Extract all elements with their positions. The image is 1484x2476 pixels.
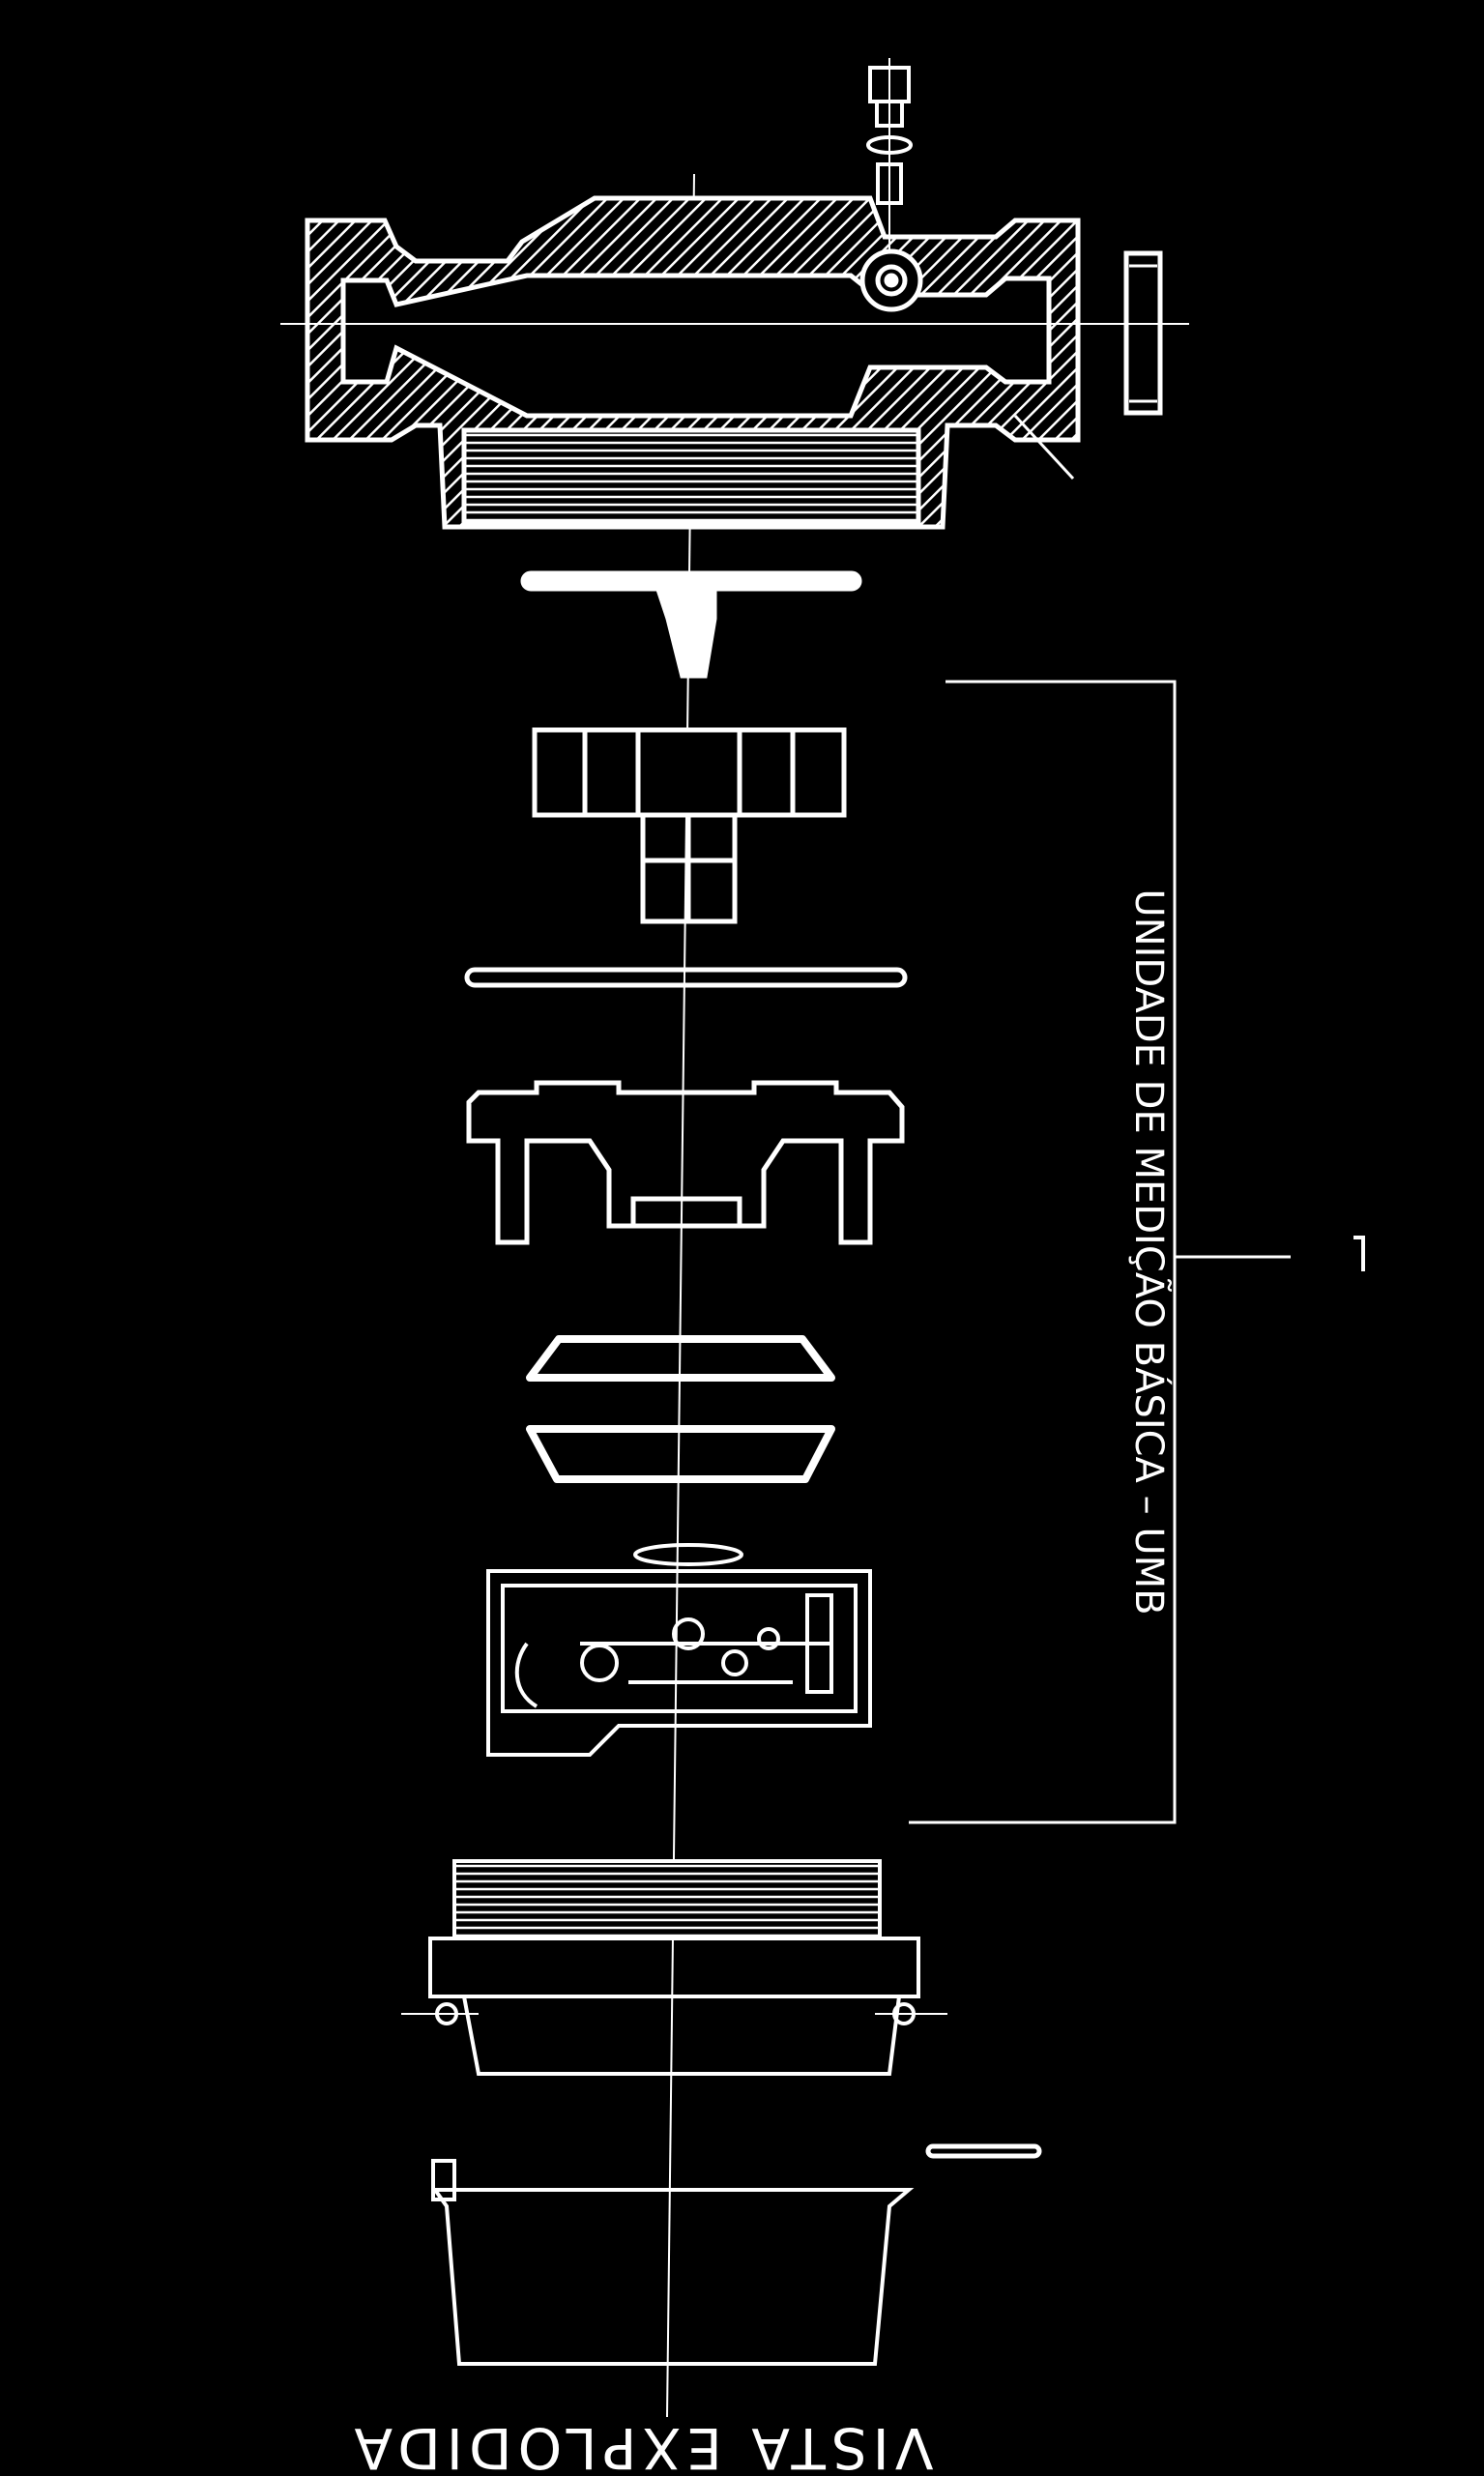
center-axis-line — [666, 173, 695, 2418]
flow-straighteners — [526, 1335, 835, 1483]
screw-assembly — [866, 58, 913, 251]
knurled-cap — [1123, 250, 1163, 416]
meter-body — [280, 195, 1189, 530]
unit-label: UNIDADE DE MEDIÇÃO BÁSICA – UMB — [1126, 888, 1173, 1615]
corner-mark — [1353, 1236, 1365, 1271]
view-title: VISTA EXPLODIDA — [349, 2415, 934, 2476]
measuring-chamber — [466, 1080, 905, 1245]
unit-bracket — [909, 680, 1291, 1824]
threaded-collar — [401, 1859, 947, 2076]
o-ring — [464, 967, 908, 988]
shaft — [520, 570, 862, 679]
impeller — [532, 727, 847, 924]
register-mechanism — [486, 1543, 872, 1757]
bottom-cover — [431, 2143, 1042, 2366]
